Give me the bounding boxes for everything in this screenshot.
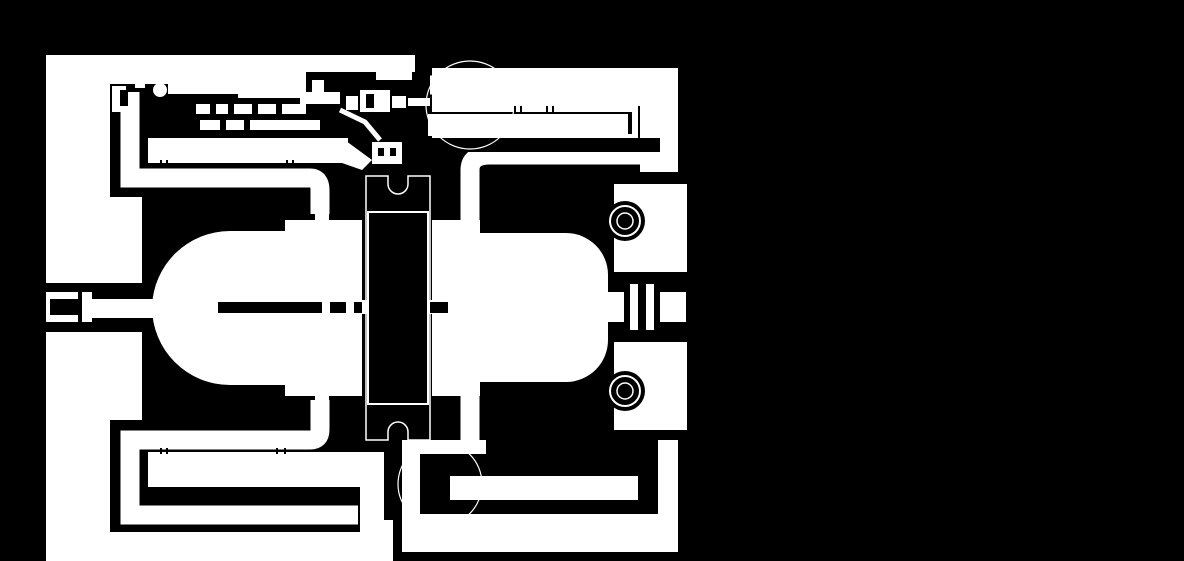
output-connector-gap-b	[654, 282, 660, 332]
input-slot	[218, 302, 368, 313]
drain-bias-pour-upper	[432, 68, 678, 106]
left-upper-ground-pour	[46, 55, 415, 283]
input-connector-pin	[50, 299, 78, 315]
gate-bias-trace-upper	[120, 92, 330, 214]
output-connector-pin-a	[630, 284, 638, 330]
gate-bias-stub	[315, 205, 329, 221]
left-lower-ground-pour	[46, 332, 393, 561]
input-slot-pad-a	[322, 302, 330, 313]
cap-outline-upper	[425, 60, 515, 150]
drain-bias-trace-upper	[430, 75, 668, 222]
drain-bias-slot-fill	[428, 114, 628, 136]
input-feed-line	[88, 299, 158, 318]
output-connector-pin-b	[646, 284, 654, 330]
drain-bias-clear	[420, 138, 660, 152]
input-connector-gap	[78, 292, 82, 322]
drain-bias-inner-gap	[486, 440, 658, 454]
drain-bias-stub-lower	[450, 476, 638, 500]
output-slot	[430, 302, 448, 313]
transistor-package	[362, 175, 434, 441]
mounting-hole-lower-ring	[609, 375, 641, 407]
bias-diagonal-trace	[338, 107, 382, 142]
gate-bias-line-upper	[148, 138, 348, 163]
output-connector-gap-c	[638, 292, 646, 322]
gate-bias-trace-lower	[120, 400, 358, 525]
drain-bias-inner-pad	[458, 442, 478, 454]
transistor-gate-lead	[362, 300, 368, 314]
line-tick-marks	[160, 106, 554, 506]
mounting-hole-upper-ring	[609, 205, 641, 237]
mounting-hole-upper-inner	[616, 212, 634, 230]
output-matching-pad	[432, 220, 608, 396]
gate-bias-stub-lower	[315, 396, 329, 408]
output-connector-gap-a	[624, 282, 630, 332]
mounting-hole-lower-inner	[616, 382, 634, 400]
cap-outline-lower	[397, 441, 483, 527]
gate-bias-taper	[342, 138, 372, 170]
drain-bias-pour-upper-side	[640, 68, 678, 172]
bias-components	[112, 72, 430, 164]
transistor-flange	[365, 175, 431, 441]
input-slot-pad-b	[346, 302, 354, 313]
